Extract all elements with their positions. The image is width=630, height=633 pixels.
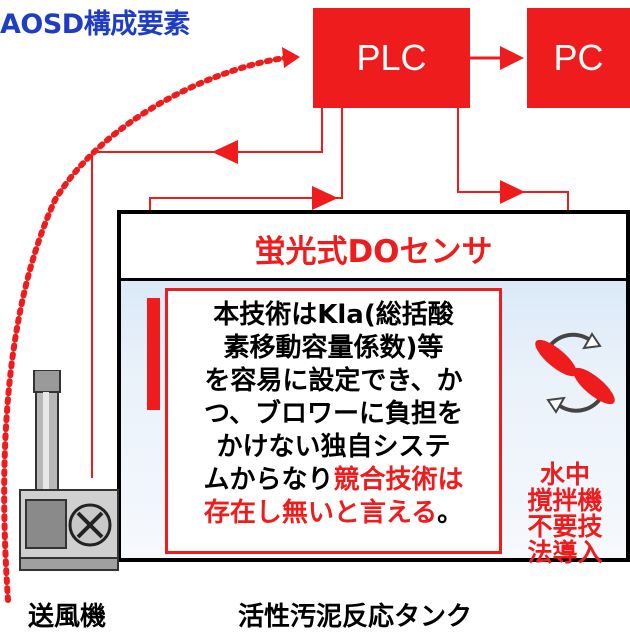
description-box: 本技術はKla(総括酸 素移動容量係数)等 を容易に設定でき、か つ、ブロワーに… [165, 288, 502, 554]
mixer-label-line: 撹拌機 [527, 486, 603, 515]
plc-to-blower-arrowhead [212, 140, 238, 164]
dotted-curve-arrowhead [282, 47, 300, 68]
description-highlight: 競合技術は [333, 465, 464, 495]
description-line: ムからなり競合技術は [174, 464, 493, 497]
mixer-label-line: 不要技 [527, 512, 603, 541]
description-line: かけない独自システ [216, 432, 451, 462]
description-text: ムからなり [203, 465, 334, 495]
plc-to-mixer-arrowhead [500, 180, 525, 204]
mixer-label-line: 法導入 [527, 538, 603, 567]
plc-to-sensor-arrowhead [312, 186, 338, 210]
do-sensor-probe [147, 298, 160, 410]
plc-to-pc-arrowhead [500, 46, 524, 70]
tank-label: 活性汚泥反応タンク [238, 602, 473, 632]
description-highlight: 存在し無いと言える [203, 498, 438, 528]
propeller-mixer-icon [535, 332, 615, 414]
mixer-label: 水中 撹拌機 不要技 法導入 [510, 462, 620, 566]
do-sensor-label: 蛍光式DOセンサ [254, 234, 493, 270]
blower-icon [19, 370, 119, 571]
diagram-title: AOSD構成要素 [0, 9, 190, 40]
description-line: 素移動容量係数)等 [223, 333, 444, 363]
plc-box: PLC [313, 8, 470, 108]
blower-label: 送風機 [28, 602, 107, 632]
dotted-connection-curve [1, 55, 288, 603]
mixer-label-line: 水中 [539, 460, 590, 489]
plc-to-blower-line [91, 108, 323, 478]
description-line: 存在し無いと言える。 [174, 497, 493, 530]
description-line: つ、ブロワーに負担を [204, 399, 463, 429]
description-line: を容易に設定でき、か [204, 366, 463, 396]
description-line: 本技術はKla(総括酸 [213, 300, 454, 330]
description-text: 。 [437, 498, 464, 528]
pc-box: PC [527, 8, 630, 108]
